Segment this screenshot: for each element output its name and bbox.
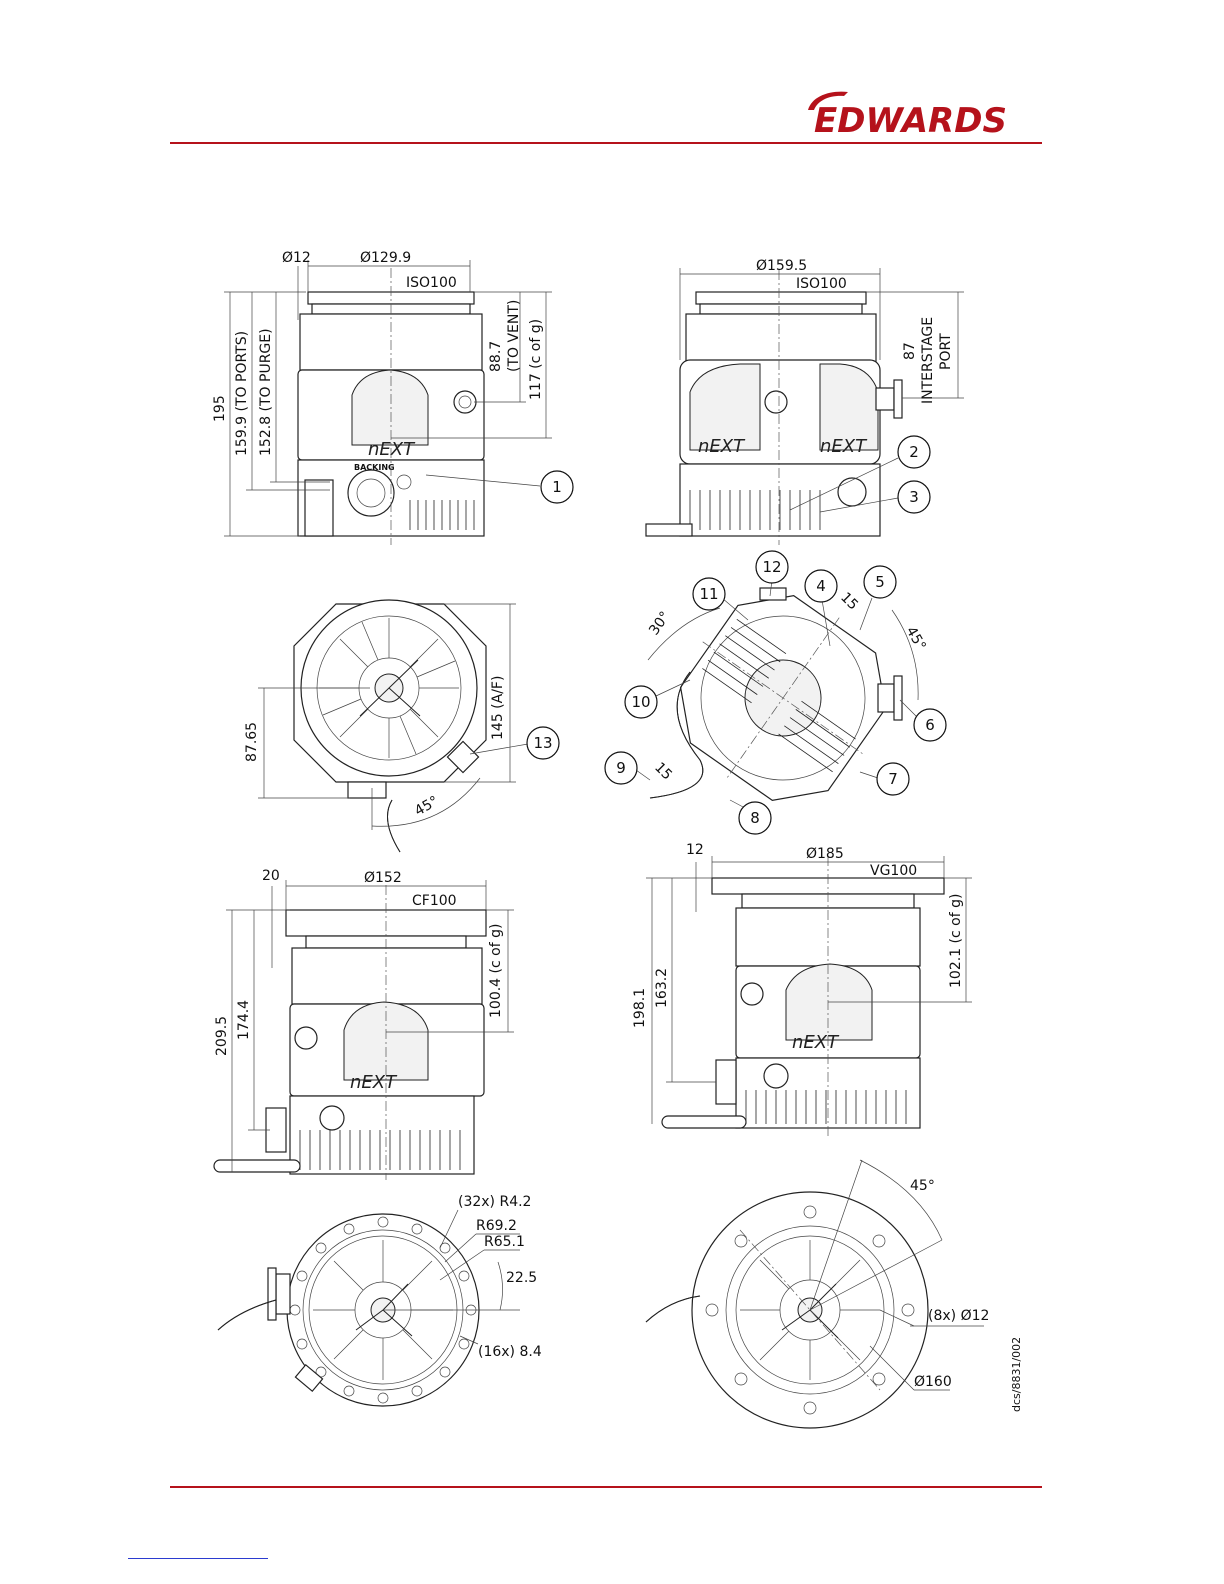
svg-text:6: 6: [925, 716, 935, 734]
dim-vg-height-ports: 163.2: [654, 968, 670, 1008]
dim-iso-height-total: 195: [212, 395, 228, 422]
callout-7: 7: [876, 762, 910, 796]
callout-8: 8: [738, 801, 772, 835]
svg-text:10: 10: [631, 693, 650, 711]
callout-6: 6: [913, 708, 947, 742]
view-bottom-plan: 30° 45° 15 15 12 11 4 5 6 7 8 9 10: [604, 550, 947, 835]
svg-text:11: 11: [699, 585, 718, 603]
svg-text:7: 7: [888, 770, 898, 788]
dim-iso-flange: ISO100: [406, 275, 457, 291]
view-cf-side: nEXT Ø152 20 CF100 209.5 174.4: [213, 868, 514, 1180]
dim-iso-diameter: Ø129.9: [360, 250, 411, 266]
svg-text:8: 8: [750, 809, 760, 827]
callout-1: 1: [540, 470, 574, 504]
dim-cf-flange: CF100: [412, 893, 457, 909]
dim-top-angle: 45°: [412, 793, 442, 819]
header-rule: [170, 142, 1042, 144]
view-vg-side: nEXT Ø185 12 VG100 198.1 163.2: [632, 842, 972, 1136]
callout-5: 5: [863, 565, 897, 599]
footer-rule: [170, 1486, 1042, 1488]
dim-vg-diameter: Ø185: [806, 846, 844, 862]
dim-top-af: 145 (A/F): [490, 676, 506, 740]
dim-cf-height-ports: 174.4: [236, 1000, 252, 1040]
dim-bottom-15b: 15: [651, 760, 675, 784]
brand-name: EDWARDS: [814, 101, 1007, 138]
product-mark-right: nEXT: [820, 436, 868, 457]
product-mark-left: nEXT: [698, 436, 746, 457]
dim-cf-diameter: Ø152: [364, 870, 402, 886]
edwards-logo: EDWARDS: [808, 91, 1007, 138]
dim-vg-flange: VG100: [870, 863, 917, 879]
dim-cf-height-total: 209.5: [214, 1016, 230, 1056]
svg-text:13: 13: [533, 734, 552, 752]
svg-text:1: 1: [552, 478, 562, 496]
svg-text:2: 2: [909, 443, 919, 461]
dim-bottom-45: 45°: [903, 624, 929, 654]
dim-front-flange: ISO100: [796, 276, 847, 292]
svg-text:3: 3: [909, 488, 919, 506]
dim-vg-step: 12: [686, 842, 704, 858]
callout-3: 3: [897, 480, 931, 514]
dim-iso-vent: 88.7(TO VENT): [488, 300, 522, 372]
dim-cf-plan-angle: 22.5: [506, 1270, 537, 1286]
dim-cf-plan-holes: (32x) R4.2: [458, 1194, 531, 1210]
product-mark-vg: nEXT: [792, 1032, 840, 1053]
svg-text:4: 4: [816, 577, 826, 595]
svg-text:9: 9: [616, 759, 626, 777]
svg-text:12: 12: [762, 558, 781, 576]
dim-cf-plan-r1: R69.2: [476, 1218, 517, 1234]
callout-12: 12: [755, 550, 789, 584]
dim-vg-plan-pcd: Ø160: [914, 1374, 952, 1390]
view-vg-plan: 45° (8x) Ø12 Ø160: [645, 1159, 989, 1429]
dim-vg-height-total: 198.1: [632, 988, 648, 1028]
dim-top-offset: 87.65: [244, 722, 260, 762]
doc-reference: dcs/8831/002: [1010, 1337, 1023, 1412]
dim-cf-plan-holes2: (16x) 8.4: [478, 1344, 542, 1360]
dim-vg-plan-holes: (8x) Ø12: [928, 1308, 989, 1324]
backing-label: BACKING: [354, 463, 395, 472]
footer-link-underline: [128, 1558, 268, 1559]
dim-bottom-30: 30°: [646, 609, 673, 639]
callout-4: 4: [804, 569, 838, 603]
view-top-plan: 87.65 145 (A/F) 45° 13: [244, 599, 560, 853]
dim-iso-cog: 117 (c of g): [528, 319, 544, 400]
product-mark: nEXT: [368, 439, 416, 460]
callout-11: 11: [692, 577, 726, 611]
callout-13: 13: [526, 726, 560, 760]
view-iso-side: nEXT BACKING Ø129.9 Ø12 ISO100 195: [212, 250, 574, 545]
dim-iso-height-purge: 152.8 (TO PURGE): [258, 328, 274, 456]
dim-iso-small: Ø12: [282, 250, 311, 266]
dim-front-diameter: Ø159.5: [756, 258, 807, 274]
dim-vg-cog: 102.1 (c of g): [948, 894, 964, 988]
dim-cf-cog: 100.4 (c of g): [488, 924, 504, 1018]
callout-10: 10: [624, 685, 658, 719]
dim-vg-plan-angle: 45°: [910, 1178, 935, 1194]
callout-9: 9: [604, 751, 638, 785]
product-mark-cf: nEXT: [350, 1072, 398, 1093]
svg-text:5: 5: [875, 573, 885, 591]
dim-cf-plan-r2: R65.1: [484, 1234, 525, 1250]
callout-2: 2: [897, 435, 931, 469]
view-cf-plan: (32x) R4.2 R69.2 R65.1 22.5 (16x) 8.4: [217, 1194, 542, 1407]
dim-bottom-15a: 15: [837, 590, 861, 614]
dim-cf-step: 20: [262, 868, 280, 884]
dim-iso-height-ports: 159.9 (TO PORTS): [234, 331, 250, 456]
